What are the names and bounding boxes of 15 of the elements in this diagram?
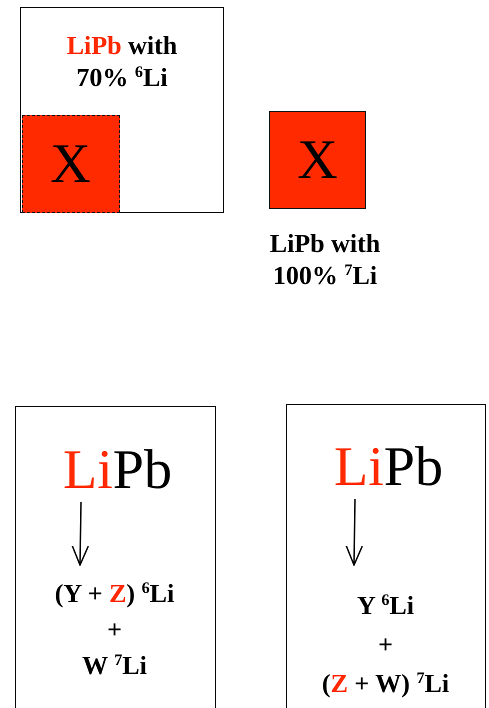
box-label: X — [50, 136, 91, 192]
composition-panel — [286, 404, 486, 708]
box-label: X — [297, 132, 338, 188]
material-square — [269, 111, 366, 209]
formula-heading: LiPb — [334, 438, 443, 494]
composition-panel — [15, 406, 216, 708]
box-heading: LiPb with 70% $^{6}$Li — [66, 30, 178, 94]
composition-box — [20, 7, 224, 213]
formula-text: Y $^{6}$Li + (Z + W) $^{7}$Li — [322, 590, 450, 700]
material-square — [22, 114, 120, 212]
formula-text: (Y + Z) $^{6}$Li + W $^{7}$Li — [54, 578, 174, 682]
formula-heading: LiPb — [63, 442, 172, 498]
material-caption: LiPb with 100% $^{7}$Li — [268, 228, 382, 292]
arrow — [346, 498, 364, 566]
arrow — [72, 502, 90, 566]
